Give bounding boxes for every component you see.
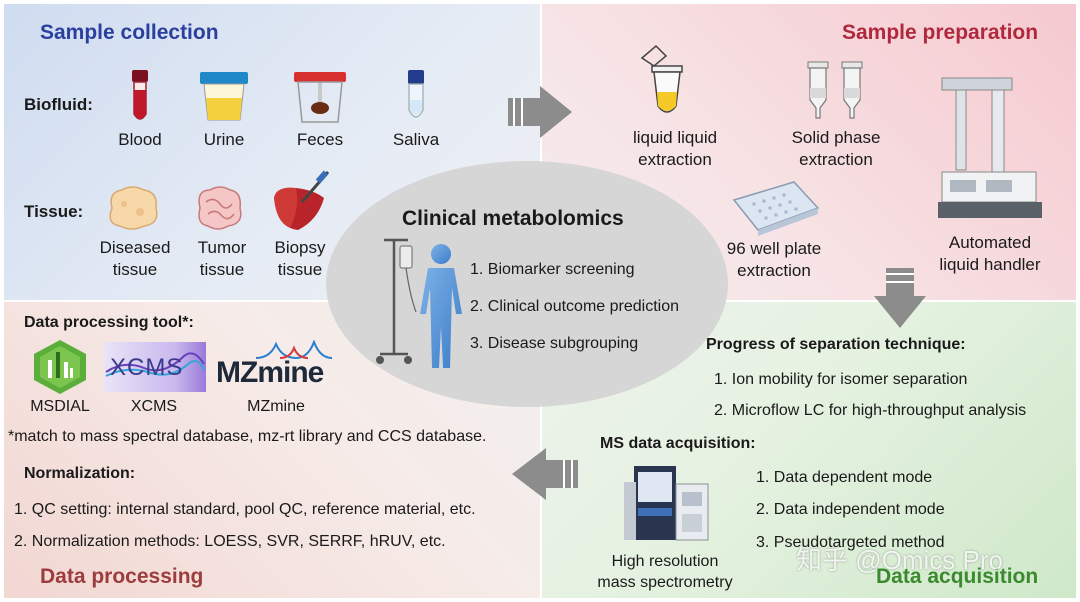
saliva-label: Saliva [392, 130, 440, 149]
urine-cup-icon [200, 72, 248, 121]
mass-spectrometry-line2: mass spectrometry [597, 574, 733, 591]
diseased-tissue-icon [109, 186, 158, 230]
solid-phase-label: Solid phase extraction [772, 127, 900, 171]
separation-item-microflow: 2. Microflow LC for high-throughput anal… [714, 402, 1027, 419]
xcms-logo-text: XCMS [110, 354, 184, 381]
center-item-outcome: 2. Clinical outcome prediction [470, 298, 679, 315]
solid-phase-line2: extraction [799, 150, 873, 169]
mzmine-label: MZmine [247, 398, 305, 415]
liquid-handler-icon [938, 77, 1042, 218]
well-plate-label: 96 well plate extraction [710, 238, 838, 282]
watermark: 知乎 @Omics Pro [796, 545, 1003, 575]
mass-spectrometry-line1: High resolution [611, 553, 719, 570]
center-item-subgrouping: 3. Disease subgrouping [470, 335, 639, 352]
liquid-extraction-line1: liquid liquid [632, 128, 718, 147]
center-item-biomarker: 1. Biomarker screening [470, 261, 635, 278]
data-processing-title: Data processing [40, 565, 204, 588]
saliva-tube-icon [408, 70, 424, 118]
liquid-extraction-label: liquid liquid extraction [612, 127, 738, 171]
ms-item-dependent: 1. Data dependent mode [756, 469, 933, 486]
ms-item-independent: 2. Data independent mode [756, 501, 945, 518]
xcms-wave-icon [105, 352, 205, 377]
diseased-tissue-line1: Diseased [99, 238, 171, 257]
ms-acquisition-heading: MS data acquisition: [600, 435, 756, 452]
blood-tube-icon [132, 70, 148, 120]
biopsy-tissue-line1: Biopsy [274, 238, 326, 257]
tumor-tissue-line2: tissue [199, 260, 245, 279]
xcms-logo: XCMS [104, 342, 206, 392]
blood-label: Blood [118, 130, 162, 149]
msdial-logo [34, 340, 86, 394]
biofluid-label: Biofluid: [24, 95, 93, 114]
liquid-handler-line1: Automated [948, 233, 1032, 252]
msdial-label: MSDIAL [30, 398, 90, 415]
biopsy-tissue-label: Biopsy tissue [258, 237, 342, 281]
arrow-down-icon [874, 268, 926, 328]
iv-stand-icon [376, 238, 417, 364]
arrow-left-icon [512, 448, 578, 500]
feces-cup-icon [294, 72, 346, 123]
center-title: Clinical metabolomics [402, 207, 624, 230]
normalization-item-methods: 2. Normalization methods: LOESS, SVR, SE… [14, 533, 446, 550]
liquid-handler-label: Automated liquid handler [926, 232, 1054, 276]
separation-heading: Progress of separation technique: [706, 336, 966, 353]
liquid-extraction-line2: extraction [638, 150, 712, 169]
ms-item-pseudotargeted: 3. Pseudotargeted method [756, 534, 945, 551]
tumor-tissue-line1: Tumor [197, 238, 247, 257]
well-plate-line1: 96 well plate [726, 239, 822, 258]
well-plate-line2: extraction [737, 261, 811, 280]
diseased-tissue-line2: tissue [112, 260, 158, 279]
biopsy-tissue-line2: tissue [277, 260, 323, 279]
feces-label: Feces [296, 130, 344, 149]
tumor-tissue-label: Tumor tissue [180, 237, 264, 281]
normalization-heading: Normalization: [24, 465, 136, 482]
xcms-label: XCMS [130, 398, 178, 415]
solid-phase-cartridge-icon [807, 61, 863, 119]
data-acquisition-title: Data acquisition [876, 565, 1039, 588]
mzmine-logo: MZmine [216, 340, 334, 394]
solid-phase-line1: Solid phase [791, 128, 881, 147]
database-footnote: *match to mass spectral database, mz-rt … [8, 428, 487, 445]
urine-label: Urine [203, 130, 245, 149]
mzmine-logo-text: MZmine [216, 356, 324, 389]
liquid-extraction-tube-icon [640, 44, 683, 113]
mass-spectrometry-label: High resolution mass spectrometry [580, 551, 750, 593]
normalization-item-qc: 1. QC setting: internal standard, pool Q… [14, 501, 476, 518]
separation-item-ion-mobility: 1. Ion mobility for isomer separation [714, 371, 968, 388]
sample-preparation-title: Sample preparation [842, 21, 1039, 44]
tumor-tissue-icon [198, 186, 242, 230]
liquid-handler-line2: liquid handler [939, 255, 1041, 274]
well-plate-icon [732, 181, 820, 236]
mzmine-peak-icon [256, 340, 332, 360]
mass-spectrometer-icon [624, 466, 709, 541]
arrow-right-icon [508, 86, 572, 138]
biopsy-liver-icon [274, 170, 330, 230]
patient-figure-icon [420, 244, 462, 368]
diseased-tissue-label: Diseased tissue [90, 237, 180, 281]
tissue-label: Tissue: [24, 202, 84, 221]
data-processing-tool-heading: Data processing tool*: [24, 314, 194, 331]
sample-collection-title: Sample collection [40, 21, 219, 44]
